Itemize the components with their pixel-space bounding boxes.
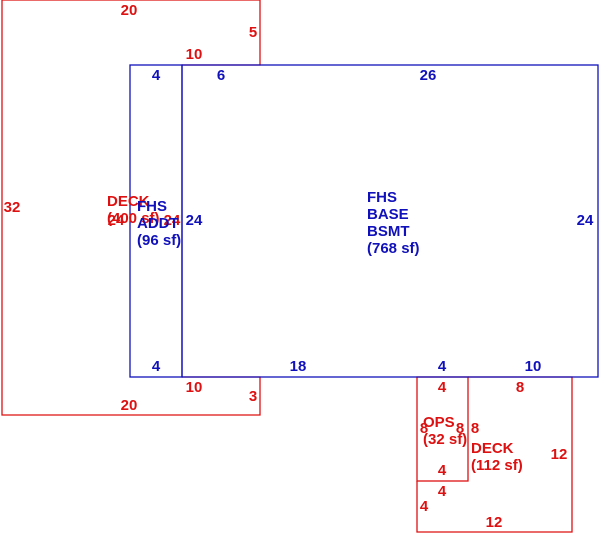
- fhs-base-name3: BSMT: [367, 223, 410, 240]
- dim-deck2-ops-side: 8: [471, 420, 479, 437]
- dim-deck2-left: 4: [420, 498, 429, 515]
- fhs-addt-name1: FHS: [137, 198, 167, 215]
- ops-area: (32 sf): [423, 431, 467, 448]
- fhs-base-outline: [181, 64, 599, 378]
- fhs-base-name2: BASE: [367, 206, 409, 223]
- deck-small-area: (112 sf): [471, 457, 523, 474]
- dim-deck-step-bottom: 10: [186, 379, 203, 396]
- dim-base-bottom-18: 18: [290, 358, 307, 375]
- dim-deck-step-right: 5: [249, 24, 257, 41]
- dim-deck-left: 32: [4, 199, 21, 216]
- dim-deck-top: 20: [121, 2, 138, 19]
- fhs-base-area: (768 sf): [367, 240, 420, 257]
- dim-deck-step-top: 10: [186, 46, 203, 63]
- deck-large-name: DECK: [107, 193, 150, 210]
- dim-deck-overlap-a: 24: [108, 212, 125, 229]
- dim-deck2-right: 12: [551, 446, 568, 463]
- dim-base-bottom-4: 4: [438, 358, 447, 375]
- fhs-addt-name2: ADDT: [137, 215, 179, 232]
- fhs-addt-area: (96 sf): [137, 232, 181, 249]
- dim-addt-bottom: 4: [152, 358, 161, 375]
- fhs-base-name1: FHS: [367, 189, 397, 206]
- dim-base-bottom-10: 10: [525, 358, 542, 375]
- dim-deck-bottom: 20: [121, 397, 138, 414]
- deck-large-area: (400 sf): [107, 210, 160, 227]
- dim-ops-top: 4: [438, 379, 447, 396]
- deck-small-name: DECK: [471, 440, 514, 457]
- dim-addt-side: 24: [186, 212, 203, 229]
- dim-deck-step-right-low: 3: [249, 388, 257, 405]
- dim-base-top-26: 26: [420, 67, 437, 84]
- dim-deck2-top: 8: [516, 379, 524, 396]
- dim-base-top-6: 6: [217, 67, 225, 84]
- deck-large-outline: [1, 0, 261, 416]
- dim-deck-overlap-b: 24: [164, 212, 181, 229]
- dim-deck2-step: 4: [438, 483, 447, 500]
- dim-deck2-bottom: 12: [486, 514, 503, 531]
- dim-base-right: 24: [577, 212, 594, 229]
- dim-addt-top: 4: [152, 67, 161, 84]
- dim-ops-right: 8: [456, 420, 464, 437]
- dim-ops-left: 8: [420, 420, 428, 437]
- dim-ops-bottom: 4: [438, 462, 447, 479]
- ops-name: OPS: [423, 414, 455, 431]
